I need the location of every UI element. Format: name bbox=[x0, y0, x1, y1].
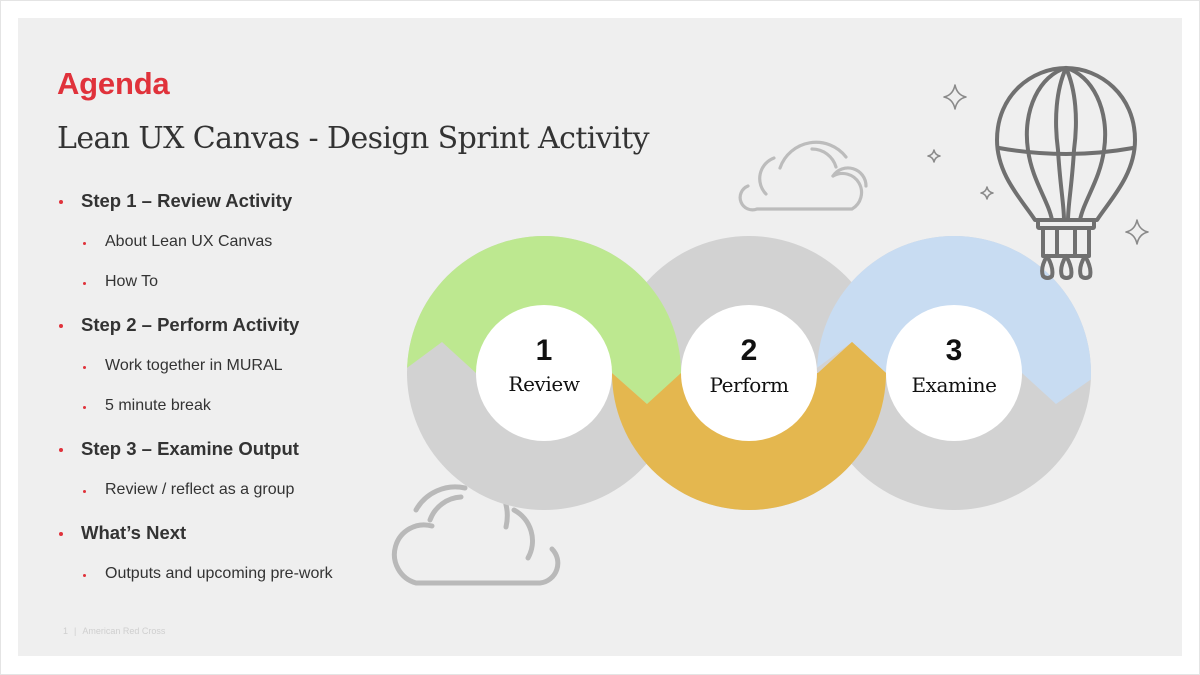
bullet-icon bbox=[83, 490, 86, 493]
bullet-icon bbox=[83, 242, 86, 245]
sparkle-star-icon bbox=[943, 84, 967, 110]
bullet-icon bbox=[59, 324, 63, 328]
footer-separator: | bbox=[74, 626, 77, 636]
bullet-icon bbox=[83, 406, 86, 409]
bullet-icon bbox=[83, 366, 86, 369]
agenda-item: Step 1 – Review Activity bbox=[59, 190, 292, 212]
bullet-icon bbox=[59, 448, 63, 452]
process-diagram bbox=[391, 66, 1149, 586]
footer-organization: American Red Cross bbox=[82, 626, 166, 636]
agenda-item: Step 2 – Perform Activity bbox=[59, 314, 299, 336]
agenda-subitem: How To bbox=[83, 273, 158, 291]
bullet-icon bbox=[83, 282, 86, 285]
sparkle-star-icon bbox=[1125, 219, 1149, 245]
slide: Agenda Lean UX Canvas - Design Sprint Ac… bbox=[18, 18, 1182, 656]
step-1-label: Review bbox=[508, 372, 580, 396]
sparkle-star-icon bbox=[980, 186, 994, 200]
cloud-icon bbox=[738, 140, 868, 212]
bullet-icon bbox=[59, 200, 63, 204]
step-3-label: Examine bbox=[911, 373, 997, 397]
hot-air-balloon-icon bbox=[995, 66, 1137, 280]
agenda-subitem: About Lean UX Canvas bbox=[83, 233, 272, 251]
cloud-icon bbox=[391, 484, 561, 586]
bullet-icon bbox=[83, 574, 86, 577]
bullet-icon bbox=[59, 532, 63, 536]
agenda-subitem: Outputs and upcoming pre-work bbox=[83, 565, 333, 583]
step-2-number: 2 bbox=[740, 334, 758, 367]
sparkle-star-icon bbox=[927, 149, 941, 163]
slide-footer: 1 | American Red Cross bbox=[63, 626, 165, 636]
agenda-item: What’s Next bbox=[59, 522, 186, 544]
agenda-subitem: 5 minute break bbox=[83, 397, 211, 415]
agenda-list: Step 1 – Review Activity About Lean UX C… bbox=[18, 18, 418, 656]
agenda-subitem: Review / reflect as a group bbox=[83, 481, 294, 499]
step-1-number: 1 bbox=[535, 334, 553, 367]
agenda-item: Step 3 – Examine Output bbox=[59, 438, 299, 460]
slide-subtitle: Lean UX Canvas - Design Sprint Activity bbox=[57, 121, 650, 156]
agenda-subitem: Work together in MURAL bbox=[83, 357, 283, 375]
step-3-number: 3 bbox=[945, 334, 963, 367]
page-number: 1 bbox=[63, 626, 69, 636]
slide-heading: Agenda bbox=[57, 66, 170, 101]
step-2-label: Perform bbox=[709, 373, 789, 397]
